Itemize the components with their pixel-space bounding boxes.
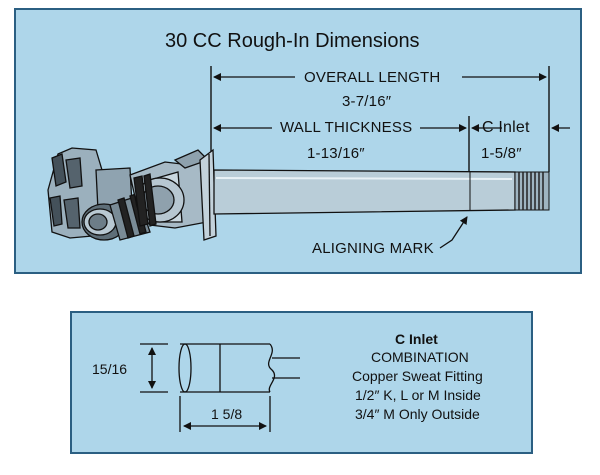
inlet-detail-line: Copper Sweat Fitting	[352, 368, 483, 384]
inlet-detail-panel	[70, 311, 533, 454]
height-dimension-value: 15/16	[92, 361, 128, 377]
pipe-illustration	[213, 169, 516, 215]
threaded-inlet-illustration	[514, 171, 550, 211]
wall-thickness-value: 1-13/16″	[307, 145, 365, 162]
inlet-label: C Inlet	[482, 119, 530, 136]
wall-thickness-label: WALL THICKNESS	[276, 119, 417, 136]
inlet-detail-line: COMBINATION	[371, 349, 469, 365]
inlet-detail-title: C Inlet	[395, 331, 438, 347]
wall-flange-illustration	[199, 148, 217, 241]
length-dimension-value: 1 5/8	[211, 406, 243, 422]
page-title: 30 CC Rough-In Dimensions	[165, 30, 420, 52]
inlet-detail-drawing	[140, 343, 300, 432]
inlet-detail-line: 1/2″ K, L or M Inside	[355, 387, 481, 403]
inlet-value: 1-5/8″	[481, 145, 522, 162]
inlet-detail-line: 3/4″ M Only Outside	[355, 406, 480, 422]
overall-length-value: 3-7/16″	[342, 93, 392, 110]
aligning-mark-label: ALIGNING MARK	[312, 240, 434, 257]
overall-length-label: OVERALL LENGTH	[300, 69, 445, 86]
valve-body-illustration	[47, 147, 210, 241]
aligning-mark-leader	[439, 216, 468, 249]
